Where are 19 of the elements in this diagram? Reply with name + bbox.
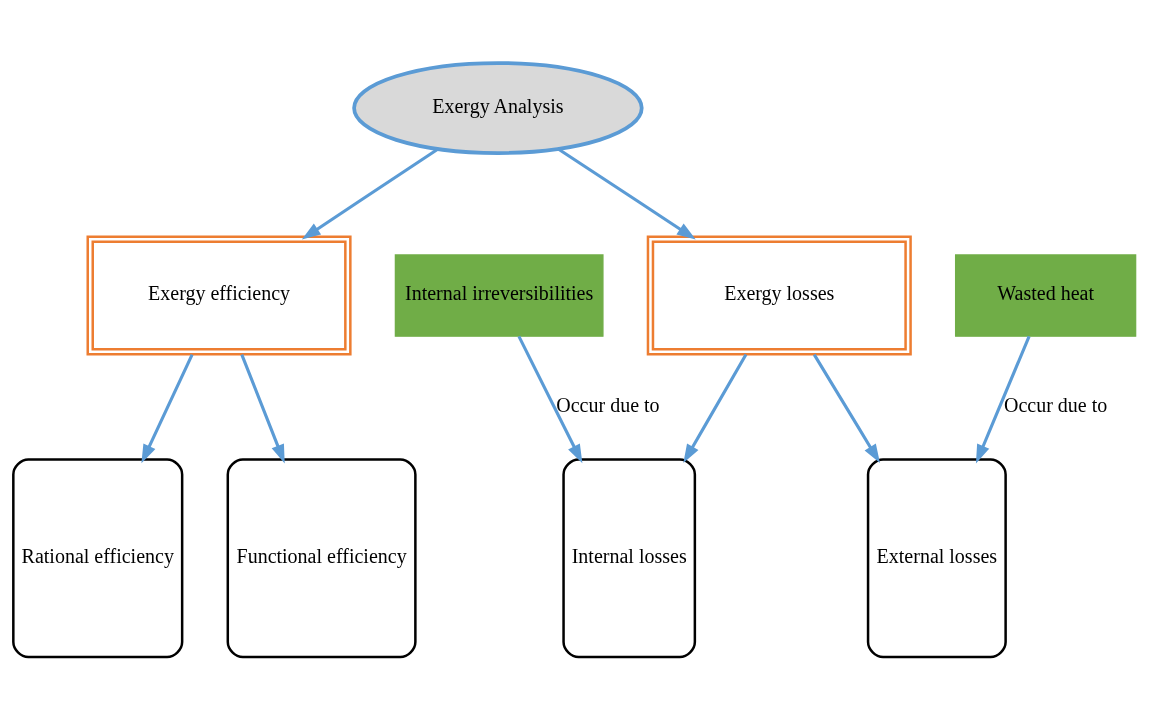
node-ellipse: Exergy Analysis — [352, 60, 644, 155]
node-box: Internal losses — [562, 457, 697, 658]
node-box: Functional efficiency — [226, 457, 417, 658]
arrow — [975, 335, 1031, 463]
arrow — [141, 353, 194, 463]
arrow — [517, 335, 583, 463]
node-box: Internal irreversibilities — [394, 253, 604, 337]
arrow — [812, 353, 880, 463]
edge-label: Occur due to — [1003, 393, 1108, 416]
edge-label: Occur due to — [556, 393, 660, 416]
node-box: Exergy efficiency — [86, 235, 352, 356]
node-box: Rational efficiency — [12, 457, 184, 658]
arrow — [683, 353, 748, 463]
node-box: Wasted heat — [954, 253, 1137, 337]
node-box: Exergy losses — [646, 235, 912, 356]
arrow — [557, 147, 696, 239]
node-box: External losses — [866, 457, 1007, 658]
arrow — [240, 353, 285, 463]
arrow — [301, 147, 439, 239]
